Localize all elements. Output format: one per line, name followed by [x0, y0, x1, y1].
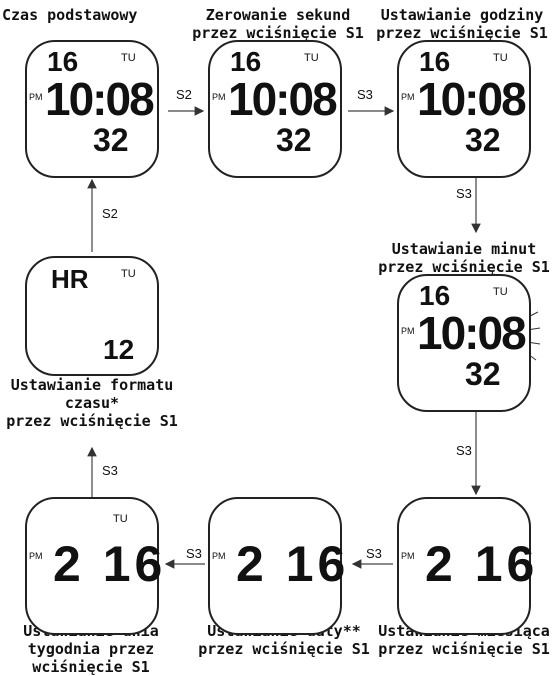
watch-set-date: PM 2 16 — [208, 497, 345, 635]
caption-basic-time: Czas podstawowy — [2, 6, 138, 24]
caption-line: Ustawianie minut — [391, 240, 537, 258]
caption-line: przez wciśnięcie S1 — [192, 24, 364, 42]
watch-seconds: 32 — [276, 122, 312, 158]
arrow-label-s2-left: S2 — [102, 206, 118, 221]
watch-time: 10:08 — [45, 73, 155, 125]
caption-line: czasu* — [64, 394, 120, 412]
caption-line: przez wciśnięcie S1 — [376, 24, 548, 42]
caption-set-minutes: Ustawianie minut przez wciśnięcie S1 — [376, 240, 552, 276]
watch-date-top: 16 — [230, 46, 262, 77]
watch-weekday: TU — [121, 268, 136, 280]
watch-reset-seconds: 16 TU PM 10:08 32 — [208, 40, 342, 178]
watch-time: 10:08 — [417, 73, 527, 125]
watch-set-month: PM 2 16 — [397, 497, 534, 635]
watch-weekday: TU — [304, 52, 319, 64]
watch-pm: PM — [401, 551, 415, 561]
watch-date-top: 16 — [47, 46, 79, 77]
arrow-label-s3-bottom-left: S3 — [186, 546, 202, 561]
arrow-label-s3-top: S3 — [357, 87, 373, 102]
watch-date-top: 16 — [419, 280, 451, 311]
watch-basic-time: 16 TU PM 10:08 32 — [25, 40, 159, 178]
watch-weekday: TU — [493, 286, 508, 298]
watch-pm: PM — [401, 92, 415, 102]
watch-pm: PM — [212, 551, 226, 561]
arrow-label-s3-left-lower: S3 — [102, 463, 118, 478]
watch-pm: PM — [401, 326, 415, 336]
watch-date-display: 2 16 — [236, 536, 350, 592]
watch-weekday: TU — [121, 52, 136, 64]
arrow-label-s2-top: S2 — [176, 87, 192, 102]
caption-reset-seconds: Zerowanie sekund przez wciśnięcie S1 — [188, 6, 368, 42]
watch-hr-indicator: HR — [51, 264, 89, 294]
caption-line: przez wciśnięcie S1 — [198, 640, 370, 658]
watch-weekday: TU — [113, 513, 128, 525]
watch-time: 10:08 — [417, 307, 527, 359]
watch-seconds: 32 — [465, 122, 501, 158]
caption-set-hour: Ustawianie godziny przez wciśnięcie S1 — [372, 6, 552, 42]
watch-set-minutes: 16 TU PM 10:08 32 — [397, 274, 531, 412]
caption-line: tygodnia przez — [27, 640, 155, 658]
arrow-label-s3-right-lower: S3 — [456, 443, 472, 458]
caption-line: Ustawianie formatu — [10, 376, 174, 394]
watch-date-top: 16 — [419, 46, 451, 77]
caption-line: Ustawianie godziny — [380, 6, 544, 24]
caption-line: Zerowanie sekund — [205, 6, 351, 24]
caption-line: wciśnięcie S1 — [32, 658, 150, 676]
watch-seconds: 32 — [465, 356, 501, 392]
watch-set-weekday: TU PM 2 16 — [25, 497, 162, 635]
watch-date-display: 2 16 — [425, 536, 539, 592]
watch-set-hour: 16 TU PM 10:08 32 — [397, 40, 531, 178]
caption-line: Czas podstawowy — [2, 6, 138, 24]
watch-seconds: 32 — [93, 122, 129, 158]
watch-pm: PM — [212, 92, 226, 102]
watch-hour-format: 12 — [103, 334, 135, 365]
caption-line: przez wciśnięcie S1 — [378, 258, 550, 276]
watch-pm: PM — [29, 92, 43, 102]
watch-set-time-format: HR TU 12 — [25, 256, 159, 376]
watch-time: 10:08 — [228, 73, 338, 125]
caption-line: przez wciśnięcie S1 — [6, 412, 178, 430]
watch-weekday: TU — [493, 52, 508, 64]
arrow-label-s3-bottom-right: S3 — [366, 546, 382, 561]
arrow-label-s3-right-upper: S3 — [456, 186, 472, 201]
watch-date-display: 2 16 — [53, 536, 167, 592]
watch-pm: PM — [29, 551, 43, 561]
caption-set-time-format: Ustawianie formatu czasu* przez wciśnięc… — [0, 376, 184, 430]
caption-line: przez wciśnięcie S1 — [378, 640, 550, 658]
